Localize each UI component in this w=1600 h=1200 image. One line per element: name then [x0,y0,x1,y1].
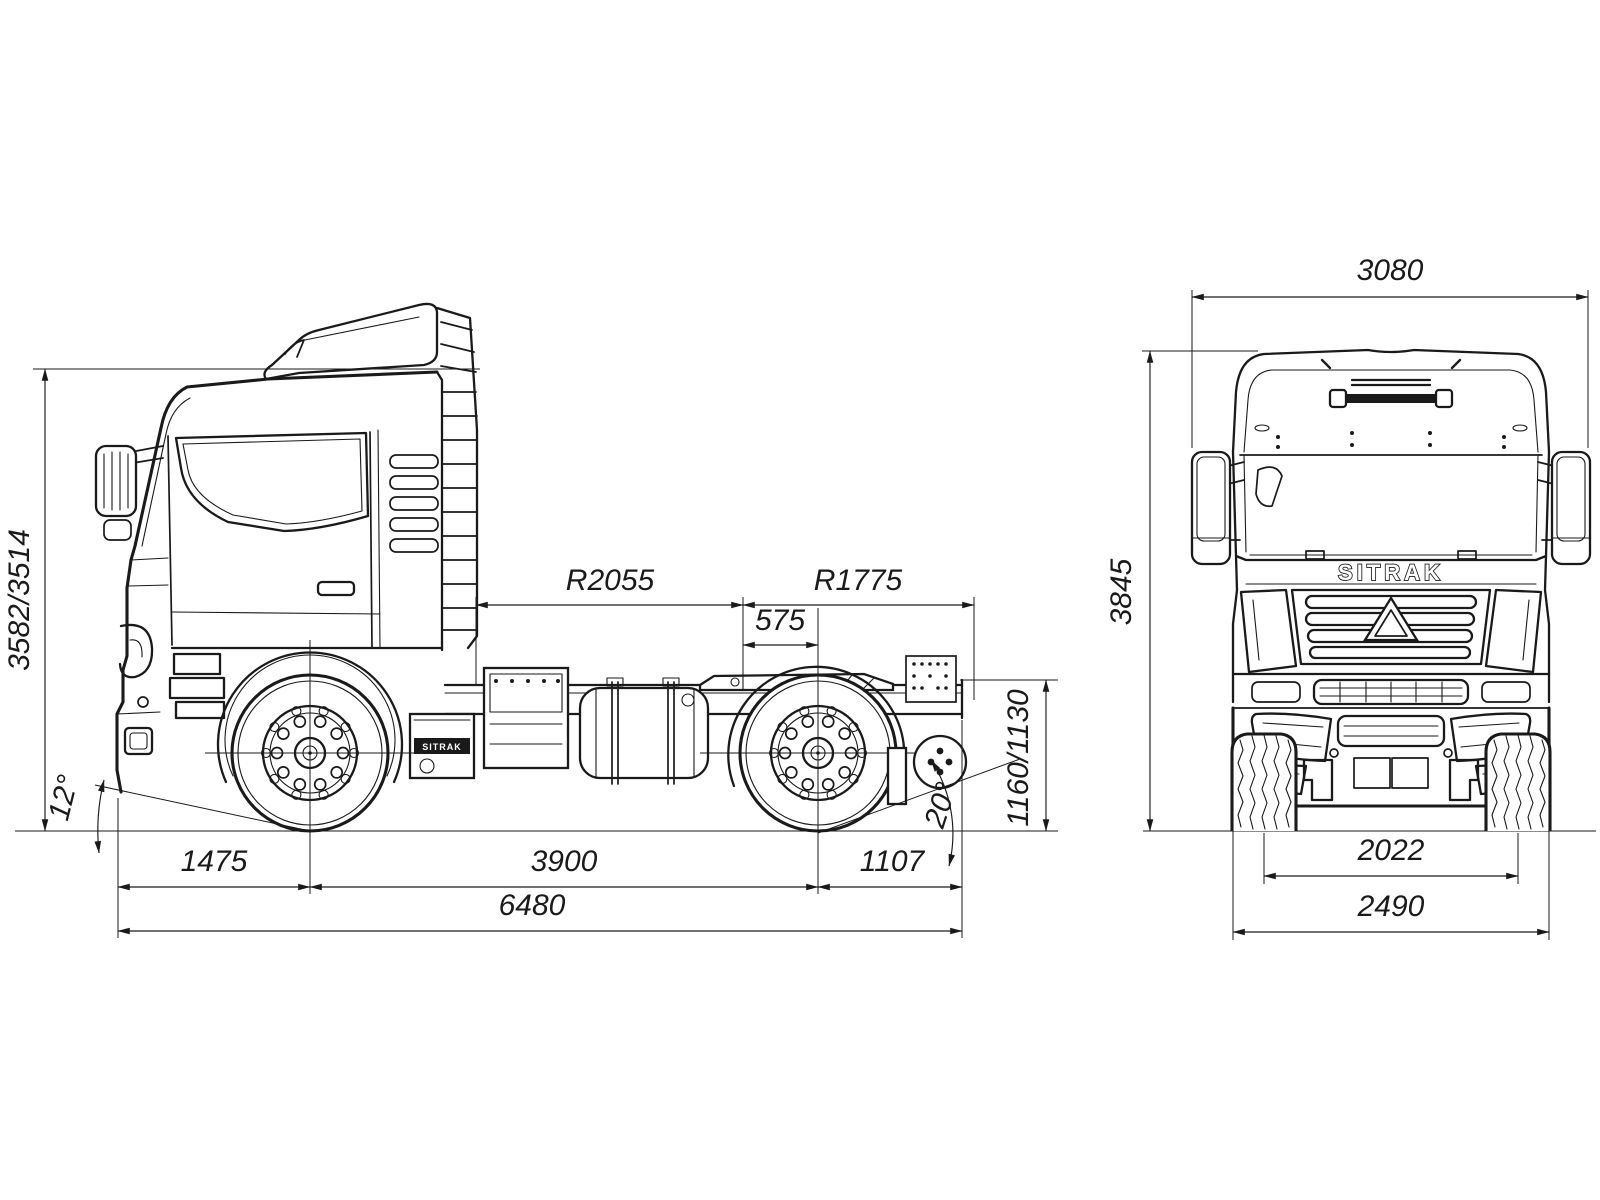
dim-kingpin-to-axle: 575 [742,604,819,649]
front-view-drawing: SITRAK [1190,348,1592,831]
dim-front-overall-height: 3845 [1105,350,1258,832]
dim-rear-overhang-label: 1107 [860,845,926,878]
side-mirror [94,444,164,541]
dim-kingpin-swing: R1775 [742,564,975,700]
front-view-dimensions: 3080 3845 2022 2490 [1105,254,1589,940]
side-louvres [389,454,439,553]
dim-kingpin-swing-label: R1775 [814,564,903,597]
dim-rear-overhang: 1107 [817,845,963,891]
rear-fender [727,665,906,788]
dim-overall-width: 3080 [1191,254,1589,448]
roof-marker-ticks [1320,358,1462,370]
dim-front-overhang-label: 1475 [181,845,248,878]
silencer-box [482,666,570,770]
rear-deflector [435,306,479,650]
dim-bumper-width-label: 2490 [1357,890,1425,923]
header-rivets [1254,424,1528,449]
dim-fifth-wheel-height-label: 1160/1130 [1002,689,1035,827]
grille-emblem [1362,595,1420,642]
rear-connector [912,734,968,790]
front-brand-label: SITRAK [1338,560,1444,585]
mudflap [886,746,908,806]
mid-intake-band [1231,672,1551,706]
front-right-mirror [1537,450,1592,566]
dim-cab-to-kingpin: R2055 [475,564,744,686]
battery-box-brand-label: SITRAK [422,742,462,752]
dim-wheelbase-label: 3900 [531,845,598,878]
front-view-left-wheel [1230,732,1334,831]
grille-side-panels [1239,588,1543,674]
headlight [118,623,154,679]
cab-door [128,429,381,649]
cab-outline [115,370,439,794]
battery-box: SITRAK [408,712,476,780]
door-window [174,431,370,533]
dim-kingpin-to-axle-label: 575 [755,604,805,637]
windshield [1231,450,1551,562]
bumper-step [123,726,154,756]
rear-crossmember [905,655,957,703]
wiper-sensor [1255,466,1283,508]
front-grille [1290,588,1492,666]
dim-fifth-wheel-height: 1160/1130 [960,679,1058,832]
dim-overall-height: 3582/3514 [3,368,480,832]
roof-spoiler [263,302,439,381]
front-left-mirror [1190,450,1245,566]
dim-front-overhang: 1475 [117,845,311,891]
front-bumper-details [116,623,161,756]
dim-front-track-label: 2022 [1357,834,1425,867]
front-view-right-wheel [1448,732,1552,831]
fuel-tank [578,677,710,785]
dim-departure-angle-label: 20° [918,778,964,832]
dim-overall-length: 6480 [117,889,963,935]
dim-overall-length-label: 6480 [499,889,566,922]
dim-front-overall-height-label: 3845 [1105,558,1138,625]
roof-outline [1231,348,1551,454]
dim-approach-angle-label: 12° [42,772,85,824]
side-view-drawing: SITRAK [94,302,968,833]
dim-front-track: 2022 [1263,833,1519,884]
dim-overall-width-label: 3080 [1357,254,1424,287]
roof-grab-rail [1328,378,1454,409]
entry-steps [168,652,226,720]
dim-wheelbase: 3900 [309,845,819,891]
door-handle [316,580,356,597]
dim-overall-height-label: 3582/3514 [3,529,36,671]
dim-bumper-width: 2490 [1232,812,1550,940]
dim-cab-to-kingpin-label: R2055 [566,564,655,597]
